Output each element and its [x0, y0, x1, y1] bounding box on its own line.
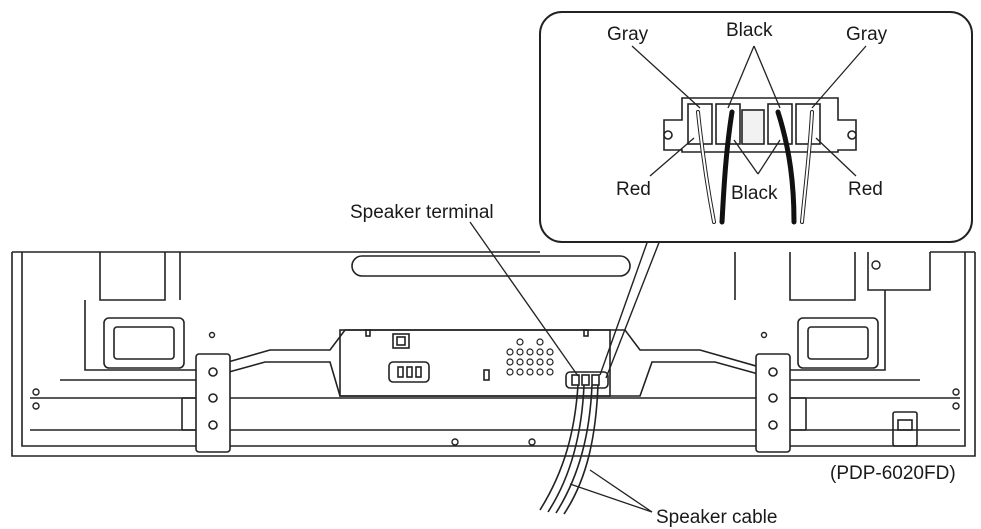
label-gray-right: Gray — [846, 24, 888, 45]
callout-leader — [599, 239, 661, 379]
inset-wires — [696, 109, 814, 225]
right-stand-bracket — [755, 353, 807, 453]
vent-hole — [506, 368, 514, 376]
vent-hole — [526, 358, 534, 366]
vent-hole — [546, 348, 554, 356]
label-speaker-cable: Speaker cable — [656, 507, 777, 528]
vent-hole — [516, 368, 524, 376]
left-stand-bracket — [181, 353, 231, 453]
inset-label-leaders — [631, 45, 867, 177]
right-handle — [797, 317, 879, 369]
screw-holes — [32, 260, 960, 446]
terminal-plate — [663, 97, 857, 153]
label-red-right: Red — [848, 179, 883, 200]
vent-hole — [536, 338, 544, 346]
vent-hole — [526, 368, 534, 376]
vent-hole — [536, 368, 544, 376]
terminal-housing — [339, 329, 611, 397]
vent-hole — [546, 358, 554, 366]
vent-hole — [506, 358, 514, 366]
speaker-cables — [539, 384, 599, 515]
terminal-label-leader — [469, 221, 579, 377]
right-jack-box — [892, 411, 918, 447]
vent-hole — [516, 348, 524, 356]
cable-label-leaders — [569, 469, 653, 513]
vent-hole — [536, 358, 544, 366]
label-black-bottom: Black — [731, 183, 778, 204]
vent-hole — [526, 348, 534, 356]
inset-callout — [539, 11, 973, 243]
vent-hole — [516, 338, 524, 346]
label-gray-left: Gray — [607, 24, 649, 45]
vent-hole — [546, 368, 554, 376]
speaker-terminal — [565, 371, 609, 389]
vent-hole — [536, 348, 544, 356]
left-handle — [103, 317, 185, 369]
vent-holes — [506, 338, 554, 376]
label-black-top: Black — [726, 20, 773, 41]
vent-hole — [516, 358, 524, 366]
panel-rear — [11, 251, 976, 457]
label-model: (PDP-6020FD) — [830, 463, 956, 484]
label-speaker-terminal: Speaker terminal — [350, 202, 494, 223]
vent-hole — [506, 348, 514, 356]
label-red-left: Red — [616, 179, 651, 200]
